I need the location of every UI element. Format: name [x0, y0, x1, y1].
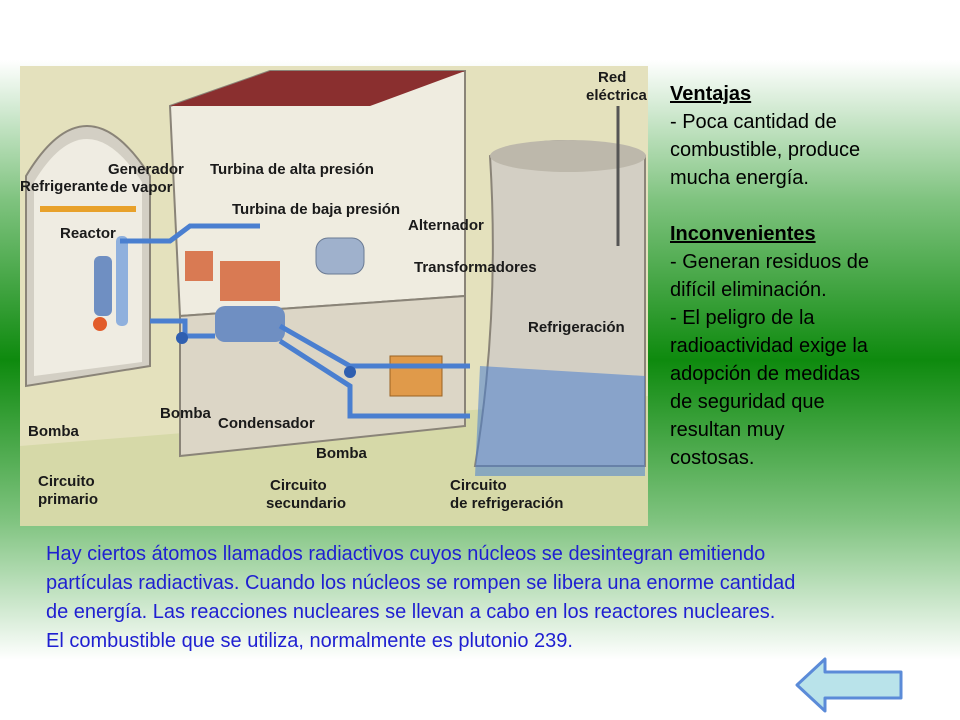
label-generador-2: de vapor: [110, 179, 173, 196]
inconvenientes-line: difícil eliminación.: [670, 279, 827, 301]
label-alternador: Alternador: [408, 217, 484, 234]
plant-illustration: Red eléctrica Generador de vapor Refrige…: [20, 69, 648, 526]
intro-line: Hay ciertos átomos llamados radiactivos …: [46, 543, 766, 565]
inconvenientes-line: adopción de medidas: [670, 363, 861, 385]
cooling-tower-top: [490, 140, 646, 172]
label-circuito-refrig-2: de refrigeración: [450, 495, 563, 512]
inconvenientes-heading: Inconvenientes: [670, 223, 816, 245]
label-turbina-alta: Turbina de alta presión: [210, 161, 374, 178]
label-bomba-secundaria: Bomba: [160, 405, 211, 422]
inconvenientes-line: - Generan residuos de: [670, 251, 870, 273]
back-arrow-icon: [795, 657, 903, 713]
ventajas-heading: Ventajas: [670, 83, 752, 105]
inconvenientes-line: resultan muy: [670, 419, 785, 441]
label-circuito-secundario-1: Circuito: [270, 477, 327, 494]
label-bomba-refrigeracion: Bomba: [316, 445, 367, 462]
label-transformadores: Transformadores: [414, 259, 537, 276]
label-circuito-secundario-2: secundario: [266, 495, 346, 512]
pump-cooling: [344, 366, 356, 378]
feedwater-pipe: [150, 318, 215, 339]
inconvenientes-line: de seguridad que: [670, 391, 825, 413]
label-turbina-baja: Turbina de baja presión: [232, 201, 400, 218]
spacer: [670, 192, 950, 220]
label-generador-1: Generador: [108, 161, 184, 178]
turbine-hall-roof: [170, 71, 465, 106]
low-pressure-turbine: [220, 261, 280, 301]
inconvenientes-line: - El peligro de la: [670, 307, 815, 329]
turbine-hall: [168, 70, 466, 318]
back-button[interactable]: [793, 655, 905, 715]
cooling-pipe-return: [278, 338, 470, 419]
ventajas-line: - Poca cantidad de: [670, 111, 837, 133]
cooling-tower-lattice: [475, 366, 645, 476]
reactor-core: [93, 317, 107, 331]
reactor-building-inner: [34, 139, 142, 376]
inconvenientes-line: costosas.: [670, 447, 755, 469]
label-circuito-primario-1: Circuito: [38, 473, 95, 490]
label-condensador: Condensador: [218, 415, 315, 432]
label-reactor: Reactor: [60, 225, 116, 242]
intro-line: de energía. Las reacciones nucleares se …: [46, 601, 776, 623]
label-refrigerante: Refrigerante: [20, 178, 108, 195]
ventajas-line: combustible, produce: [670, 139, 861, 161]
label-bomba-primaria: Bomba: [28, 423, 79, 440]
crane-beam: [40, 206, 136, 212]
inconvenientes-line: radioactividad exige la: [670, 335, 868, 357]
nuclear-plant-diagram: Red eléctrica Generador de vapor Refrige…: [20, 66, 648, 526]
steam-pipe: [120, 223, 260, 244]
intro-paragraph: Hay ciertos átomos llamados radiactivos …: [46, 540, 946, 656]
pump-secondary: [176, 332, 188, 344]
label-circuito-primario-2: primario: [38, 491, 98, 508]
alternator: [315, 237, 365, 275]
intro-line: El combustible que se utiliza, normalmen…: [46, 630, 573, 652]
label-red-1: Red: [598, 69, 626, 86]
label-refrigeracion: Refrigeración: [528, 319, 625, 336]
label-circuito-refrig-1: Circuito: [450, 477, 507, 494]
intro-line: partículas radiactivas. Cuando los núcle…: [46, 572, 796, 594]
ventajas-line: mucha energía.: [670, 167, 809, 189]
high-pressure-turbine: [185, 251, 213, 281]
condenser: [215, 306, 285, 342]
reactor-vessel: [94, 256, 112, 316]
steam-generator: [116, 236, 128, 326]
transformer: [389, 355, 443, 397]
pros-cons-panel: Ventajas - Poca cantidad de combustible,…: [670, 80, 950, 472]
label-red-2: eléctrica: [586, 87, 648, 104]
